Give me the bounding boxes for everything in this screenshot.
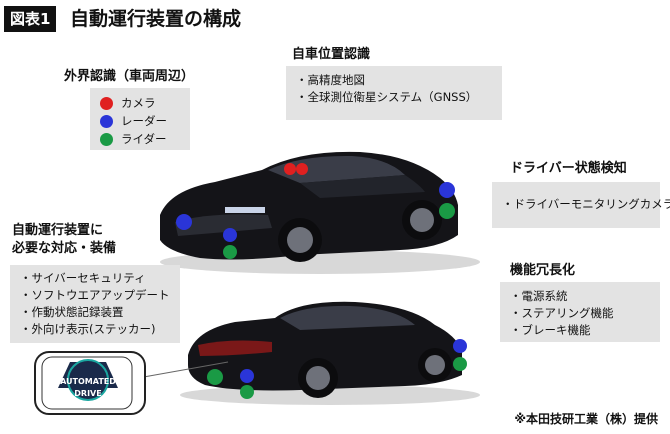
automated-drive-sticker (34, 351, 146, 415)
sticker-leader-line (137, 361, 229, 379)
camera-legend-dot (100, 96, 113, 110)
position-box: ・高精度地図 ・全球測位衛星システム（GNSS） (286, 66, 502, 120)
position-item: ・高精度地図 (296, 73, 365, 87)
lidar-sensor-marker (453, 357, 467, 371)
position-recognition-heading: 自車位置認識 (292, 47, 371, 62)
legend-camera: カメラ (100, 94, 180, 112)
external-recognition-heading: 外界認識（車両周辺） (64, 69, 195, 84)
device-item: ・ソフトウエアアップデート (20, 288, 170, 302)
rear-car-image (180, 301, 480, 405)
page-title: 自動運行装置の構成 (70, 8, 242, 30)
front-car-image (160, 151, 480, 274)
lidar-sensor-marker (223, 245, 237, 259)
radar-sensor-marker (176, 214, 192, 230)
device-box: ・サイバーセキュリティ ・ソフトウエアアップデート ・作動状態記録装置 ・外向け… (10, 265, 180, 343)
legend-radar: レーダー (100, 112, 180, 130)
driver-item: ・ドライバーモニタリングカメラ (502, 197, 670, 211)
device-item: ・サイバーセキュリティ (20, 271, 146, 285)
lidar-legend-dot (100, 132, 113, 146)
redundancy-item: ・ステアリング機能 (510, 306, 614, 320)
redundancy-heading: 機能冗長化 (510, 263, 576, 278)
device-item: ・外向け表示(ステッカー) (20, 322, 156, 336)
camera-sensor-marker (284, 163, 296, 175)
sticker-text-line1: AUTOMATED (60, 377, 116, 386)
lidar-sensor-marker (439, 203, 455, 219)
redundancy-item: ・ブレーキ機能 (510, 323, 591, 337)
legend-label: ライダー (121, 131, 167, 146)
driver-box: ・ドライバーモニタリングカメラ (492, 182, 670, 228)
sensor-legend: カメラ レーダー ライダー (90, 88, 190, 150)
device-item: ・作動状態記録装置 (20, 305, 124, 319)
legend-lidar: ライダー (100, 130, 180, 148)
position-item: ・全球測位衛星システム（GNSS） (296, 90, 478, 104)
radar-sensor-marker (453, 339, 467, 353)
radar-legend-dot (100, 114, 113, 128)
lidar-sensor-marker (240, 385, 254, 399)
radar-sensor-marker (223, 228, 237, 242)
device-heading-line2: 必要な対応・装備 (12, 241, 117, 256)
redundancy-item: ・電源系統 (510, 289, 568, 303)
radar-sensor-marker (240, 369, 254, 383)
lidar-sensor-marker (207, 369, 223, 385)
figure-badge: 図表1 (4, 6, 57, 32)
redundancy-box: ・電源系統 ・ステアリング機能 ・ブレーキ機能 (500, 282, 660, 342)
legend-label: カメラ (121, 95, 156, 110)
sticker-text-line2: DRIVE (74, 389, 101, 398)
driver-detection-heading: ドライバー状態検知 (510, 161, 627, 176)
radar-sensor-marker (439, 182, 455, 198)
camera-sensor-marker (296, 163, 308, 175)
legend-label: レーダー (121, 113, 167, 128)
image-credit: ※本田技研工業（株）提供 (514, 412, 658, 426)
device-heading-line1: 自動運行装置に (12, 223, 104, 238)
